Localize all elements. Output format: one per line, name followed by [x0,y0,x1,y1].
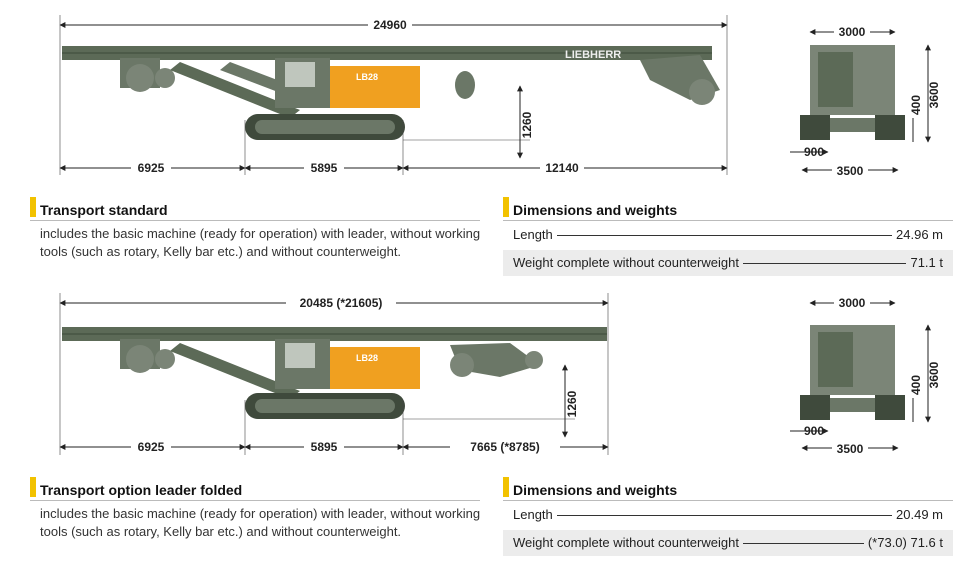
table-row: Weight complete without counterweight (*… [503,530,953,556]
bottom-front-view-drawing: 3000 3600 400 900 3500 [790,295,941,456]
svg-text:7665 (*8785): 7665 (*8785) [470,440,539,454]
svg-text:3500: 3500 [837,442,864,456]
table-row: Weight complete without counterweight 71… [503,250,953,276]
svg-text:LB28: LB28 [356,72,378,82]
bottom-side-view-drawing: 20485 (*21605) LB28 6925 5895 7665 (*878… [59,293,609,455]
svg-text:6925: 6925 [138,440,165,454]
svg-text:5895: 5895 [311,440,338,454]
dim-height: 1260 [520,111,534,138]
dw-title-bottom: Dimensions and weights [513,482,678,498]
svg-text:3000: 3000 [839,296,866,310]
engine-housing [330,347,420,389]
description-top: includes the basic machine (ready for op… [40,226,481,259]
svg-text:3600: 3600 [927,361,941,388]
svg-text:1260: 1260 [565,390,579,417]
svg-text:3600: 3600 [927,81,941,108]
section-title-top: Transport standard [40,202,168,218]
table-row: Length 20.49 m [503,502,953,528]
svg-text:400: 400 [909,95,923,115]
dim-right: 12140 [545,161,579,175]
section-marker [30,197,36,217]
section-title-bottom: Transport option leader folded [40,482,243,498]
svg-text:900: 900 [804,145,824,159]
section-marker [30,477,36,497]
top-side-view-drawing: 24960 LIEBHERR LB28 6925 5895 12140 1260 [59,15,728,175]
dim-total: 24960 [373,18,407,32]
engine-housing [330,66,420,108]
dw-title-top: Dimensions and weights [513,202,678,218]
section-marker [503,197,509,217]
table-row: Length 24.96 m [503,222,953,248]
description-bottom: includes the basic machine (ready for op… [40,506,481,539]
top-front-view-drawing: 3000 3600 400 900 3500 [790,24,941,178]
svg-text:900: 900 [804,424,824,438]
dim-mid: 5895 [311,161,338,175]
brand-logo: LIEBHERR [565,49,621,61]
section-marker [503,477,509,497]
svg-text:3500: 3500 [837,164,864,178]
svg-text:3000: 3000 [839,25,866,39]
svg-text:LB28: LB28 [356,353,378,363]
svg-text:400: 400 [909,375,923,395]
dim-total: 20485 (*21605) [300,296,383,310]
dim-left: 6925 [138,161,165,175]
